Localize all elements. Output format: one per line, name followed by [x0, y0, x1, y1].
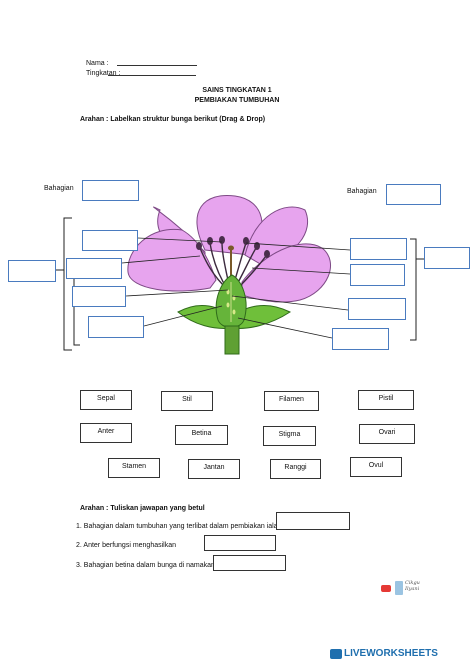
drop-target-right-3[interactable]: [348, 298, 406, 320]
liveworksheets-logo-icon: [330, 649, 342, 659]
drop-target-left-group[interactable]: [8, 260, 56, 282]
answer-1-input[interactable]: [276, 512, 350, 530]
grade-label: Tingkatan :: [86, 70, 121, 77]
footer-brand: LIVEWORKSHEETS: [344, 648, 438, 659]
drop-target-part-right[interactable]: [386, 184, 441, 205]
left-part-label: Bahagian: [44, 185, 74, 192]
word-filamen[interactable]: Filamen: [264, 391, 319, 411]
word-ovul[interactable]: Ovul: [350, 457, 402, 477]
drop-target-anther[interactable]: [66, 258, 122, 279]
word-ranggi[interactable]: Ranggi: [270, 459, 321, 479]
page-title: SAINS TINGKATAN 1: [202, 87, 272, 94]
answer-3-input[interactable]: [213, 555, 286, 571]
word-stil[interactable]: Stil: [161, 391, 213, 411]
word-anter[interactable]: Anter: [80, 423, 132, 443]
footer-bar: LIVEWORKSHEETS: [0, 637, 474, 669]
petal-front-right: [241, 243, 331, 303]
word-sepal[interactable]: Sepal: [80, 390, 132, 410]
question-3: 3. Bahagian betina dalam bunga di namaka…: [76, 562, 215, 569]
page-subtitle: PEMBIAKAN TUMBUHAN: [194, 97, 280, 104]
question-2: 2. Anter berfungsi menghasilkan: [76, 542, 177, 549]
word-ovari[interactable]: Ovari: [359, 424, 415, 444]
right-part-label: Bahagian: [347, 188, 377, 195]
instruction-label: Arahan : Labelkan struktur bunga berikut…: [80, 116, 266, 123]
drop-target-right-group[interactable]: [424, 247, 470, 269]
grade-line: [108, 75, 196, 76]
signature: Cikgu Ilyani: [405, 580, 420, 592]
petal-front-left: [127, 228, 217, 292]
drop-target-right-4[interactable]: [332, 328, 389, 350]
instruction-2-label: Arahan : Tuliskan jawapan yang betul: [80, 505, 205, 512]
drop-target-stigma[interactable]: [82, 230, 138, 251]
name-line: [117, 65, 197, 66]
drop-target-sepal[interactable]: [88, 316, 144, 338]
word-jantan[interactable]: Jantan: [188, 459, 240, 479]
word-pistil[interactable]: Pistil: [358, 390, 414, 410]
drop-target-right-2[interactable]: [350, 264, 405, 286]
drop-target-right-1[interactable]: [350, 238, 407, 260]
word-betina[interactable]: Betina: [175, 425, 228, 445]
word-stigma[interactable]: Stigma: [263, 426, 316, 446]
right-bracket: [410, 238, 417, 341]
question-1: 1. Bahagian dalam tumbuhan yang terlibat…: [76, 523, 282, 530]
answer-2-input[interactable]: [204, 535, 276, 551]
name-label: Nama :: [86, 60, 109, 67]
drop-target-part-left[interactable]: [82, 180, 139, 201]
avatar-icon: [395, 581, 403, 595]
word-stamen[interactable]: Stamen: [108, 458, 160, 478]
drop-target-filament[interactable]: [72, 286, 126, 307]
youtube-icon: [381, 585, 391, 592]
flower-diagram: [56, 194, 424, 355]
left-bracket: [63, 217, 72, 351]
